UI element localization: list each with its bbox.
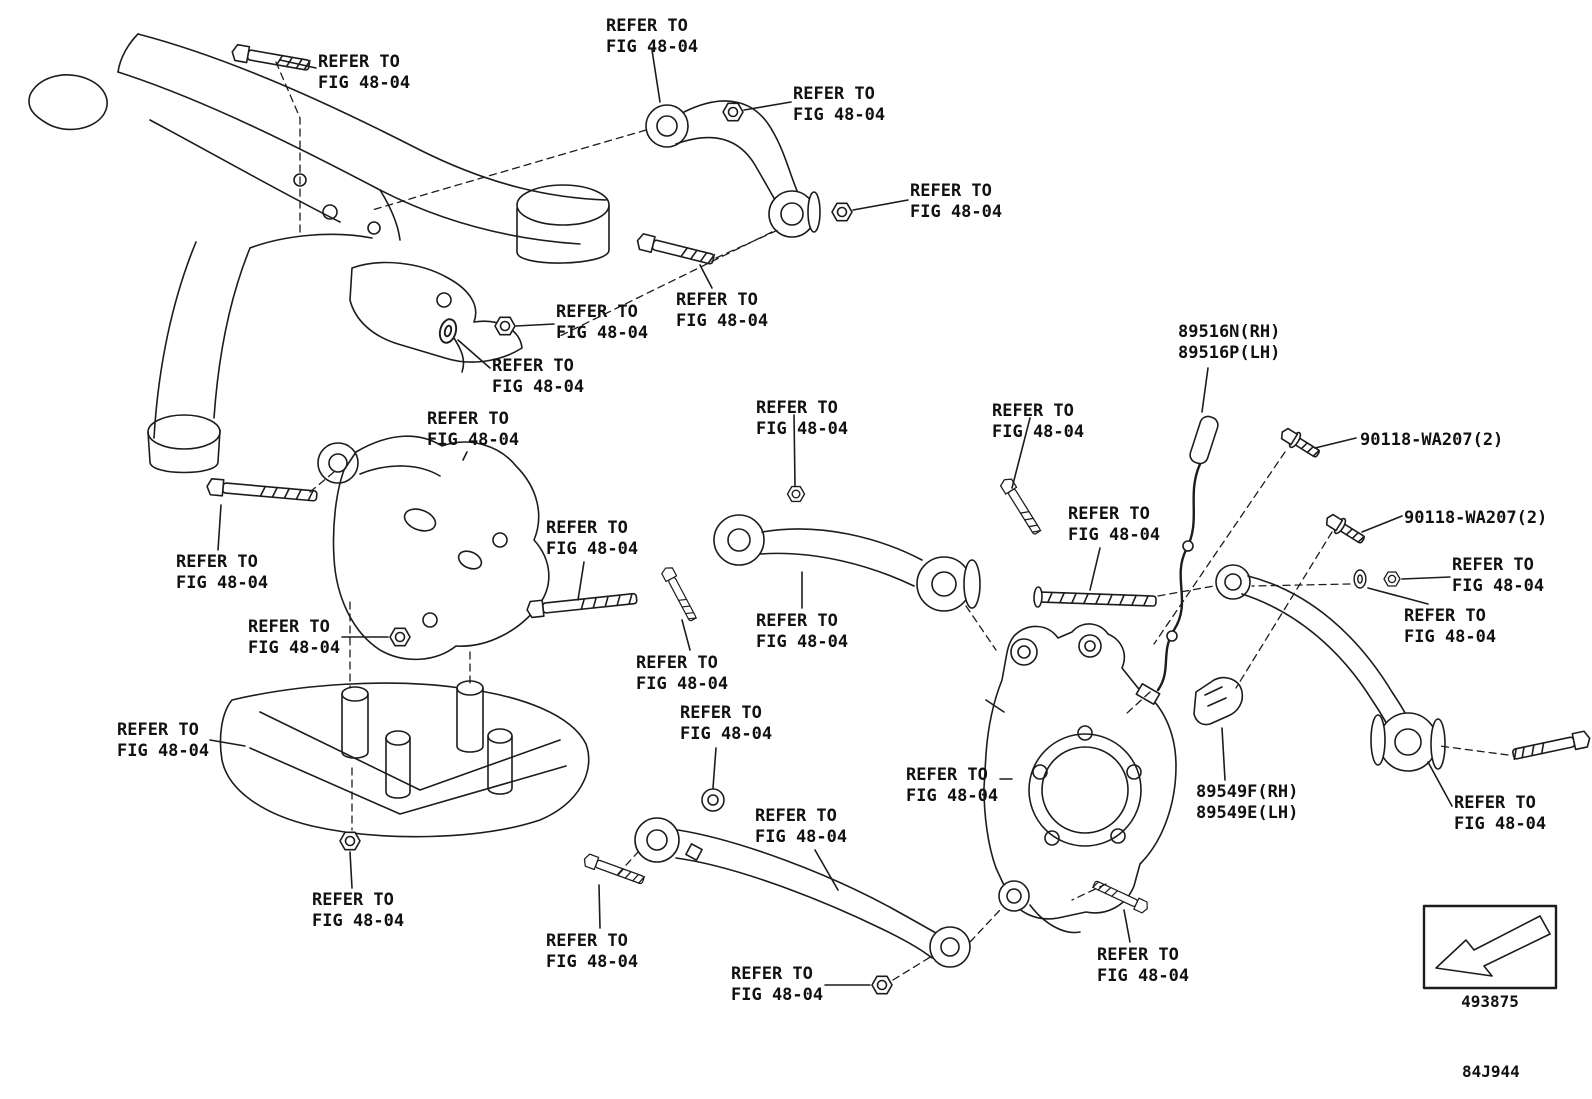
bolt-icon xyxy=(1091,877,1151,915)
direction-indicator xyxy=(1422,904,1558,990)
refer-to-fig-label: REFER TO FIG 48-04 xyxy=(793,84,886,125)
flange-bolt-icon xyxy=(1276,424,1324,463)
refer-to-fig-label: REFER TO FIG 48-04 xyxy=(248,617,341,658)
trailing-arm xyxy=(1215,564,1446,772)
lower-control-arm xyxy=(317,435,550,661)
drawing-code: 84J944 xyxy=(1462,1062,1520,1081)
fasteners xyxy=(205,43,1592,995)
washer-icon xyxy=(1353,569,1367,589)
refer-to-fig-label: REFER TO FIG 48-04 xyxy=(1068,504,1161,545)
refer-to-fig-label: REFER TO FIG 48-04 xyxy=(906,765,999,806)
refer-to-fig-label: REFER TO FIG 48-04 xyxy=(546,518,639,559)
nut-icon xyxy=(722,102,744,122)
refer-to-fig-label: REFER TO FIG 48-04 xyxy=(176,552,269,593)
lower-lateral-arm xyxy=(634,817,971,968)
abs-sensor-bracket xyxy=(1193,676,1244,726)
refer-to-fig-label: REFER TO FIG 48-04 xyxy=(910,181,1003,222)
part-number-label: 90118-WA207(2) xyxy=(1404,508,1548,528)
part-number-label: 89516N(RH) 89516P(LH) xyxy=(1178,322,1281,363)
nut-icon xyxy=(339,831,361,851)
part-number-label: 90118-WA207(2) xyxy=(1360,430,1504,450)
refer-to-fig-label: REFER TO FIG 48-04 xyxy=(1454,793,1547,834)
bolt-icon xyxy=(581,852,646,888)
refer-to-fig-label: REFER TO FIG 48-04 xyxy=(680,703,773,744)
leader-lines xyxy=(209,49,1453,986)
bolt-icon xyxy=(659,564,700,624)
nut-icon xyxy=(1383,571,1401,587)
part-number-label: 89549F(RH) 89549E(LH) xyxy=(1196,782,1299,823)
refer-to-fig-label: REFER TO FIG 48-04 xyxy=(756,611,849,652)
refer-to-fig-label: REFER TO FIG 48-04 xyxy=(1097,945,1190,986)
nut-icon xyxy=(871,975,893,995)
nut-icon xyxy=(494,316,516,336)
refer-to-fig-label: REFER TO FIG 48-04 xyxy=(318,52,411,93)
assembly-dashed-lines xyxy=(275,61,1509,981)
direction-box-code: 493875 xyxy=(1461,992,1519,1011)
refer-to-fig-label: REFER TO FIG 48-04 xyxy=(117,720,210,761)
refer-to-fig-label: REFER TO FIG 48-04 xyxy=(546,931,639,972)
direction-arrow-icon xyxy=(1435,915,1551,977)
bolt-icon xyxy=(1510,729,1592,764)
upper-lateral-arm xyxy=(713,514,981,612)
refer-to-fig-label: REFER TO FIG 48-04 xyxy=(992,401,1085,442)
refer-to-fig-label: REFER TO FIG 48-04 xyxy=(756,398,849,439)
refer-to-fig-label: REFER TO FIG 48-04 xyxy=(606,16,699,57)
refer-to-fig-label: REFER TO FIG 48-04 xyxy=(556,302,649,343)
nut-icon xyxy=(831,202,853,222)
skid-plate xyxy=(219,680,590,838)
refer-to-fig-label: REFER TO FIG 48-04 xyxy=(1452,555,1545,596)
bolt-icon xyxy=(525,589,639,619)
refer-to-fig-label: REFER TO FIG 48-04 xyxy=(755,806,848,847)
refer-to-fig-label: REFER TO FIG 48-04 xyxy=(636,653,729,694)
bolt-icon xyxy=(998,475,1044,537)
grommet-icon xyxy=(707,794,719,806)
nut-icon xyxy=(389,627,411,647)
flange-bolt-icon xyxy=(1321,510,1369,549)
long-bolt-icon xyxy=(1033,586,1157,608)
bolt-icon xyxy=(634,232,716,269)
refer-to-fig-label: REFER TO FIG 48-04 xyxy=(731,964,824,1005)
bolt-icon xyxy=(205,477,319,505)
upper-control-arm xyxy=(645,100,821,238)
refer-to-fig-label: REFER TO FIG 48-04 xyxy=(427,409,520,450)
rear-subframe xyxy=(28,33,610,474)
refer-to-fig-label: REFER TO FIG 48-04 xyxy=(1404,606,1497,647)
refer-to-fig-label: REFER TO FIG 48-04 xyxy=(676,290,769,331)
rear-axle-knuckle xyxy=(983,623,1177,934)
refer-to-fig-label: REFER TO FIG 48-04 xyxy=(312,890,405,931)
refer-to-fig-label: REFER TO FIG 48-04 xyxy=(492,356,585,397)
nut-icon xyxy=(786,485,806,503)
abs-sensor-wire xyxy=(1135,415,1219,705)
